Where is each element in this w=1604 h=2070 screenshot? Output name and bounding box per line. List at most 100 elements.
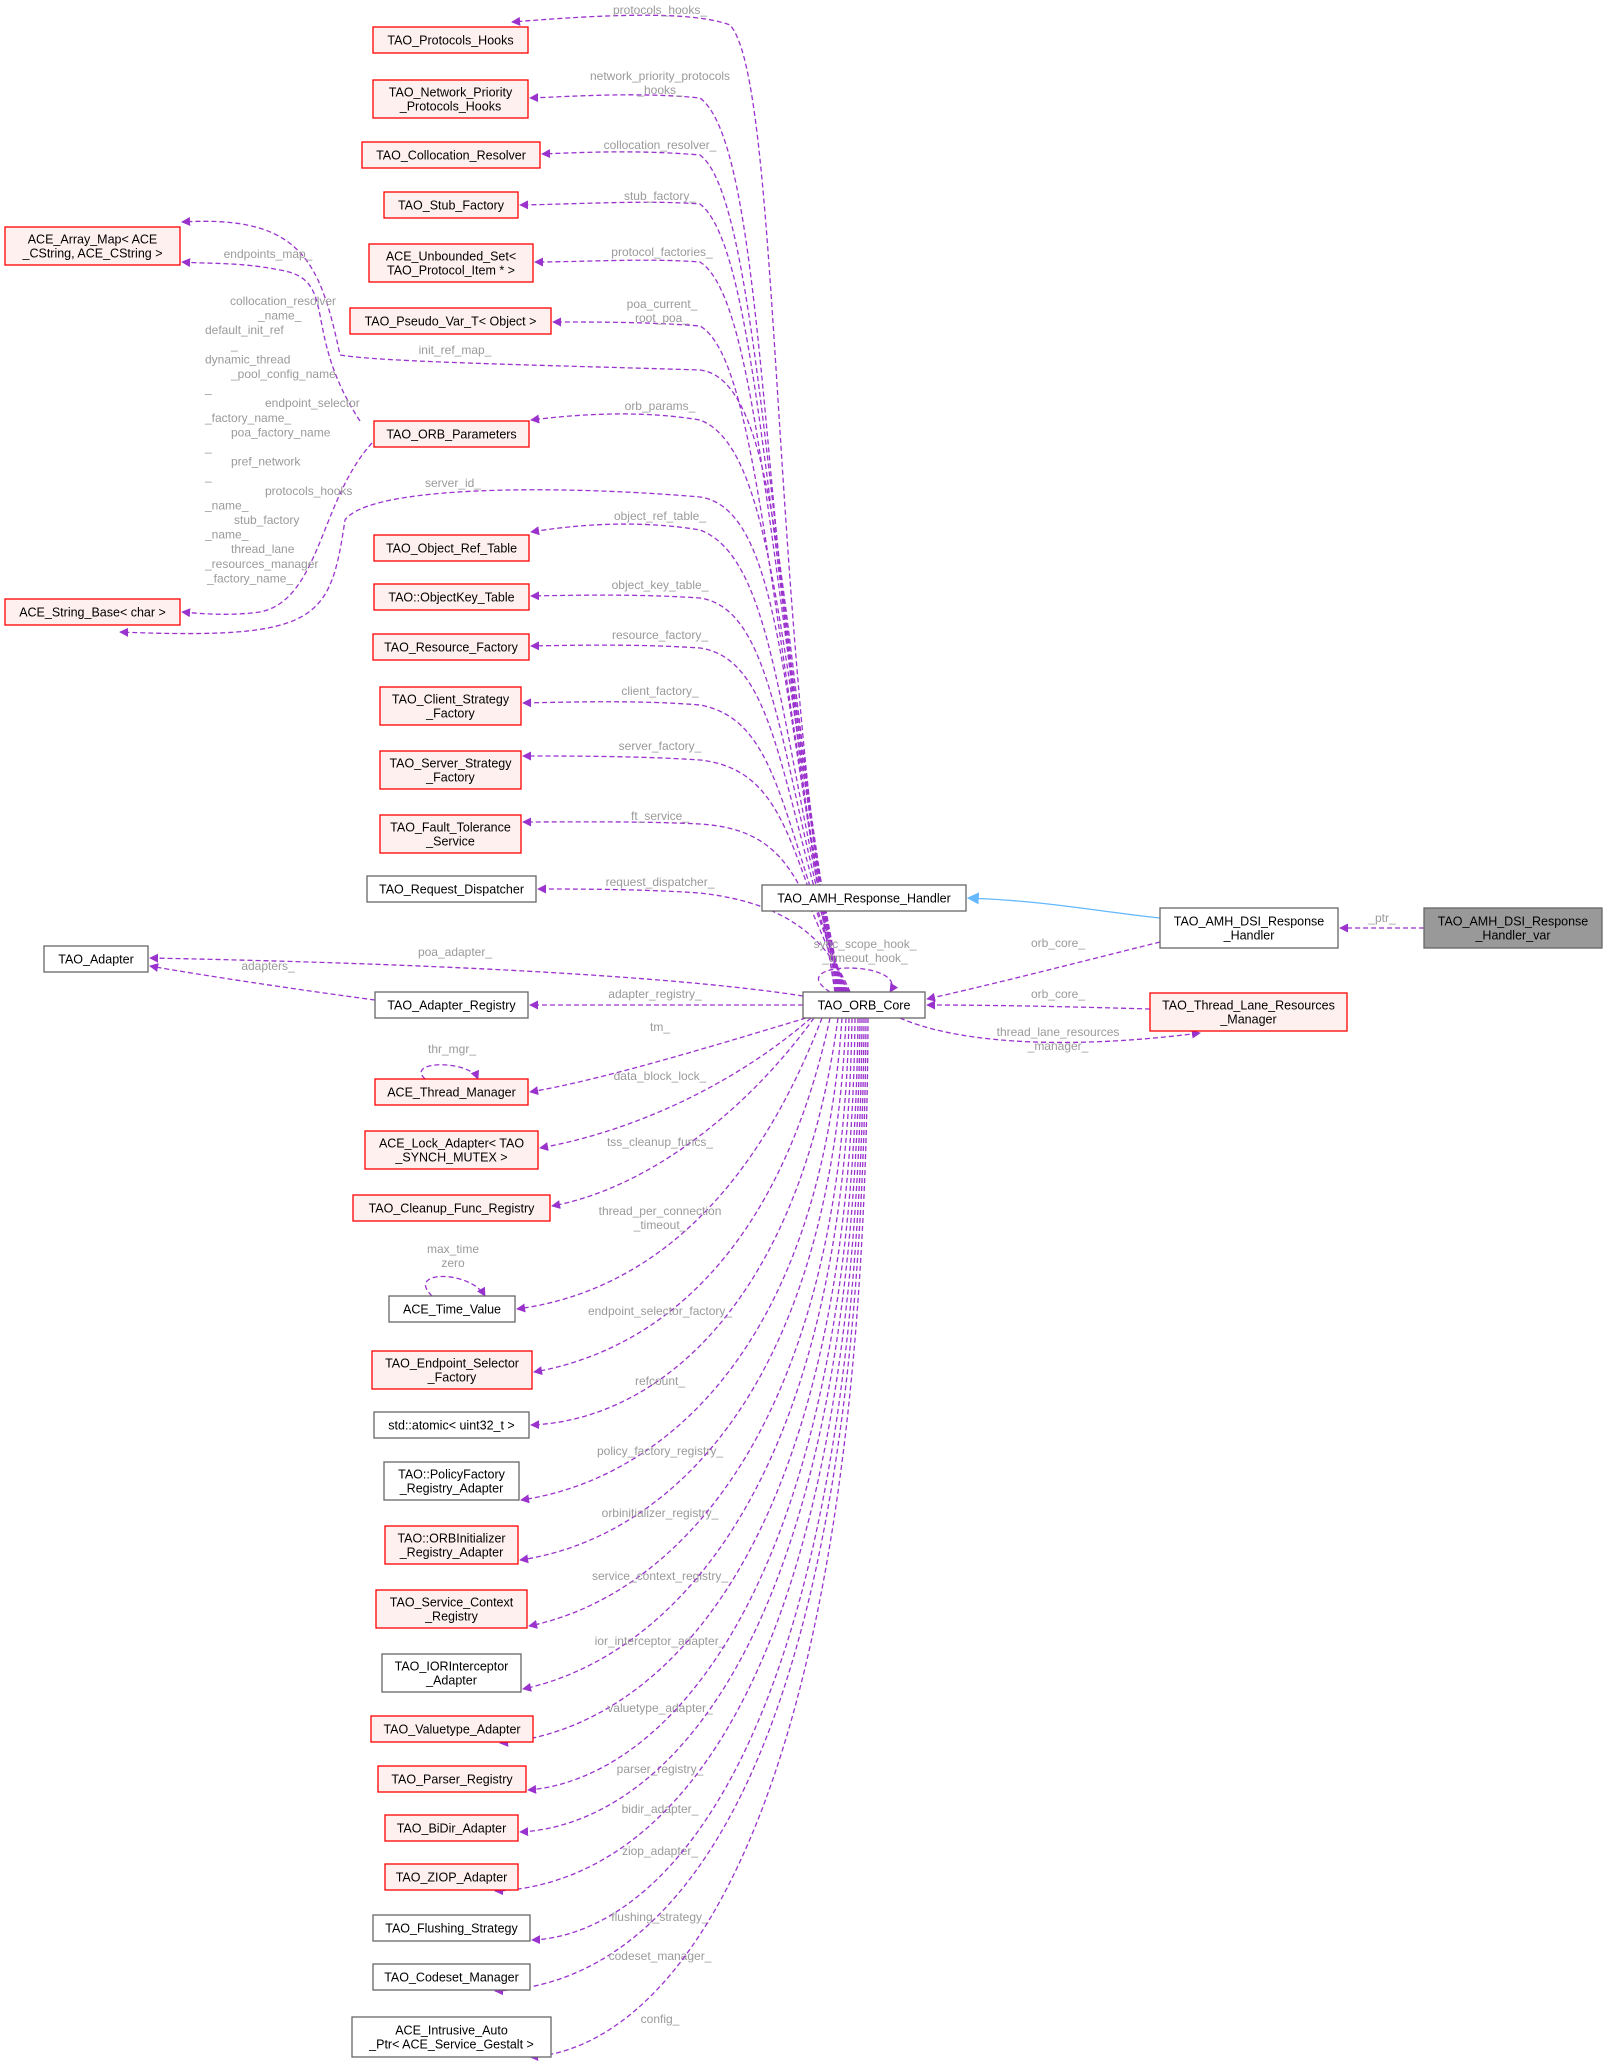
node-label-line: _Ptr< ACE_Service_Gestalt >	[368, 2038, 534, 2052]
node-amh-response-handler[interactable]: TAO_AMH_Response_Handler	[761, 884, 967, 912]
node-label-line: _Service	[425, 835, 475, 849]
edge-line	[522, 751, 849, 993]
edge-line	[530, 1017, 839, 1430]
node-string-base[interactable]: ACE_String_Base< char >	[4, 598, 181, 626]
edge-label-line: service_context_registry_	[592, 1569, 728, 1583]
node-cleanup-func[interactable]: TAO_Cleanup_Func_Registry	[352, 1194, 551, 1222]
node-adapter-registry[interactable]: TAO_Adapter_Registry	[374, 991, 529, 1019]
node-resource-factory[interactable]: TAO_Resource_Factory	[372, 633, 530, 661]
edge-label: thread_per_connection_timeout_	[599, 1204, 722, 1232]
node-server-strategy[interactable]: TAO_Server_Strategy_Factory	[379, 750, 522, 790]
edge-label-line: _	[204, 440, 212, 454]
node-service-context[interactable]: TAO_Service_Context_Registry	[375, 1589, 528, 1629]
node-intrusive-auto[interactable]: ACE_Intrusive_Auto_Ptr< ACE_Service_Gest…	[351, 2016, 552, 2058]
node-request-dispatcher[interactable]: TAO_Request_Dispatcher	[366, 875, 537, 903]
node-network-priority[interactable]: TAO_Network_Priority_Protocols_Hooks	[372, 79, 529, 119]
edge-line	[494, 1017, 867, 1996]
edge-label-line: tss_cleanup_funcs_	[607, 1135, 713, 1149]
edge-label-line: server_factory_	[619, 739, 702, 753]
node-box	[4, 598, 181, 626]
edge-label-line: root_poa_	[635, 311, 689, 325]
node-orb-core[interactable]: TAO_ORB_Core	[802, 991, 926, 1019]
node-protocols-hooks[interactable]: TAO_Protocols_Hooks	[372, 26, 529, 54]
node-stub-factory[interactable]: TAO_Stub_Factory	[383, 191, 519, 219]
edge-line	[520, 1017, 843, 1504]
edge-inherit	[966, 892, 1161, 919]
edge-line	[530, 591, 846, 993]
edge-line	[818, 967, 899, 993]
edge-label: tss_cleanup_funcs_	[607, 1135, 713, 1149]
edge-label-line: parser_registry_	[617, 1762, 704, 1776]
edge-orb-core-from-lane: orb_core_	[926, 987, 1151, 1010]
edge-label: init_ref_map_	[419, 343, 492, 357]
edge-label-line: _factory_name_	[206, 571, 293, 585]
node-bidir-adapter[interactable]: TAO_BiDir_Adapter	[384, 1814, 519, 1842]
edge-label-line: protocols_hooks_	[613, 3, 707, 17]
node-label-line: TAO_AMH_DSI_Response	[1438, 915, 1589, 929]
node-codeset-manager[interactable]: TAO_Codeset_Manager	[372, 1963, 531, 1991]
node-lock-adapter[interactable]: ACE_Lock_Adapter< TAO_SYNCH_MUTEX >	[364, 1130, 539, 1170]
node-unbounded-set[interactable]: ACE_Unbounded_Set<TAO_Protocol_Item * >	[368, 243, 534, 283]
edge-label: ft_service_	[631, 809, 689, 823]
node-label-line: TAO_Flushing_Strategy	[385, 1922, 518, 1936]
edge-label: collocation_resolver_	[604, 138, 717, 152]
node-orb-parameters[interactable]: TAO_ORB_Parameters	[373, 420, 530, 448]
node-collocation-resolver[interactable]: TAO_Collocation_Resolver	[361, 141, 541, 169]
edge-label-line: _resources_manager	[204, 557, 318, 571]
node-pseudo-var[interactable]: TAO_Pseudo_Var_T< Object >	[349, 307, 552, 335]
node-box	[372, 633, 530, 661]
node-ziop-adapter[interactable]: TAO_ZIOP_Adapter	[384, 1863, 519, 1891]
node-label-line: TAO_Adapter_Registry	[387, 999, 516, 1013]
node-label: TAO_Adapter_Registry	[387, 999, 516, 1013]
node-label-line: TAO_Adapter	[58, 953, 134, 967]
node-thread-lane-manager[interactable]: TAO_Thread_Lane_Resources_Manager	[1149, 992, 1348, 1032]
node-box	[352, 1194, 551, 1222]
node-box	[361, 141, 541, 169]
node-adapter[interactable]: TAO_Adapter	[43, 945, 149, 973]
edge-ptr: _ptr_	[1339, 911, 1425, 933]
edge-label: object_ref_table_	[614, 509, 706, 523]
node-box	[379, 814, 522, 854]
node-label-line: _Factory	[425, 707, 475, 721]
edge-label-line: _	[230, 338, 238, 352]
node-label-line: TAO_AMH_Response_Handler	[777, 892, 950, 906]
node-box	[374, 1078, 529, 1106]
node-fault-tolerance[interactable]: TAO_Fault_Tolerance_Service	[379, 814, 522, 854]
edge-server-id: server_id_	[119, 476, 844, 993]
node-box	[373, 583, 530, 611]
edge-stub-factory: stub_factory_	[519, 189, 839, 993]
edge-label: poa_current_root_poa_	[627, 297, 698, 325]
node-valuetype-adapter[interactable]: TAO_Valuetype_Adapter	[370, 1715, 534, 1743]
edge-pseudo-var: poa_current_root_poa_	[552, 297, 841, 993]
edge-line	[522, 698, 848, 993]
node-box	[371, 1350, 533, 1390]
node-objectkey-table[interactable]: TAO::ObjectKey_Table	[373, 583, 530, 611]
node-time-value[interactable]: ACE_Time_Value	[388, 1295, 516, 1323]
node-label-line: TAO_Resource_Factory	[384, 641, 519, 655]
edge-label-line: _factory_name_	[204, 411, 291, 425]
node-amh-dsi-var[interactable]: TAO_AMH_DSI_Response_Handler_var	[1423, 907, 1603, 949]
node-flushing-strategy[interactable]: TAO_Flushing_Strategy	[372, 1914, 531, 1942]
node-label-line: TAO_Codeset_Manager	[384, 1971, 519, 1985]
edge-tm: tm_	[529, 1017, 807, 1096]
node-label-line: _Registry_Adapter	[399, 1482, 504, 1496]
node-atomic[interactable]: std::atomic< uint32_t >	[373, 1411, 530, 1439]
node-ior-interceptor[interactable]: TAO_IORInterceptor_Adapter	[381, 1653, 522, 1693]
node-orbinitializer[interactable]: TAO::ORBInitializer_Registry_Adapter	[384, 1525, 519, 1565]
node-thread-manager[interactable]: ACE_Thread_Manager	[374, 1078, 529, 1106]
node-box	[351, 2016, 552, 2058]
edge-line	[522, 817, 850, 993]
node-box	[43, 945, 149, 973]
node-array-map[interactable]: ACE_Array_Map< ACE_CString, ACE_CString …	[4, 226, 181, 266]
edge-line	[551, 1017, 815, 1209]
node-label: TAO::PolicyFactory_Registry_Adapter	[398, 1468, 505, 1496]
node-object-ref-table[interactable]: TAO_Object_Ref_Table	[373, 534, 530, 562]
node-client-strategy[interactable]: TAO_Client_Strategy_Factory	[379, 686, 522, 726]
node-label-line: _Manager	[1219, 1013, 1276, 1027]
node-parser-registry[interactable]: TAO_Parser_Registry	[377, 1765, 527, 1793]
node-amh-dsi-handler[interactable]: TAO_AMH_DSI_Response_Handler	[1159, 907, 1339, 949]
node-endpoint-selector[interactable]: TAO_Endpoint_Selector_Factory	[371, 1350, 533, 1390]
node-policy-factory[interactable]: TAO::PolicyFactory_Registry_Adapter	[383, 1461, 520, 1501]
edge-label: stub_factory_	[624, 189, 696, 203]
